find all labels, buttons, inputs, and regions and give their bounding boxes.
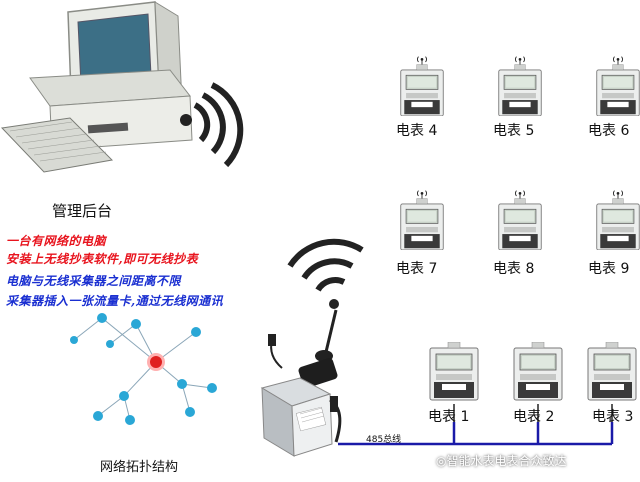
wifi-signal-icon: [287, 238, 364, 309]
electric-meter-icon: [400, 56, 444, 116]
watermark-icon: ◎: [436, 454, 447, 468]
network-node: [97, 313, 107, 323]
meter-label-8: 电表 8: [493, 261, 535, 277]
network-node: [70, 336, 78, 344]
meter-label-9: 电表 9: [588, 261, 630, 277]
network-node: [185, 407, 195, 417]
bus-label: 485总线: [366, 435, 402, 445]
note-line-1: 一台有网络的电脑: [6, 234, 107, 248]
electric-meter-icon: [400, 190, 444, 250]
meter-label-5: 电表 5: [493, 123, 535, 139]
meter-wire: [453, 404, 613, 422]
network-node: [93, 411, 103, 421]
wifi-signal-icon: [180, 82, 244, 168]
network-node: [207, 383, 217, 393]
note-line-3: 电脑与无线采集器之间距离不限: [6, 274, 182, 288]
bus-485-line: [338, 422, 614, 446]
note-line-4: 采集器插入一张流量卡,通过无线网通讯: [6, 294, 224, 308]
computer-icon: [0, 1, 193, 173]
topology-label: 网络拓扑结构: [100, 460, 179, 475]
electric-meter-icon: [429, 342, 479, 401]
meter-label-4: 电表 4: [396, 123, 438, 139]
network-node: [177, 379, 187, 389]
network-nodes: [70, 313, 217, 425]
electric-meter-icon: [596, 190, 640, 250]
network-node: [106, 340, 114, 348]
network-node: [125, 415, 135, 425]
electric-meter-icon: [596, 56, 640, 116]
electric-meter-icon: [498, 190, 542, 250]
network-node: [119, 391, 129, 401]
network-node: [131, 319, 141, 329]
meter-label-3: 电表 3: [592, 409, 634, 425]
watermark: ◎智能水表电表合众致达: [436, 452, 567, 469]
network-node: [191, 327, 201, 337]
meter-label-6: 电表 6: [588, 123, 630, 139]
hub-node: [150, 356, 162, 368]
electric-meter-icon: [513, 342, 563, 401]
watermark-text: 智能水表电表合众致达: [446, 454, 567, 468]
note-line-2: 安装上无线抄表软件,即可无线抄表: [6, 252, 199, 266]
electric-meter-icon: [587, 342, 637, 401]
electric-meter-icon: [498, 56, 542, 116]
collector-device-icon: [260, 309, 342, 457]
meter-label-7: 电表 7: [396, 261, 438, 277]
meter-label-1: 电表 1: [428, 409, 470, 425]
admin-label: 管理后台: [52, 202, 113, 220]
meter-label-2: 电表 2: [513, 409, 555, 425]
